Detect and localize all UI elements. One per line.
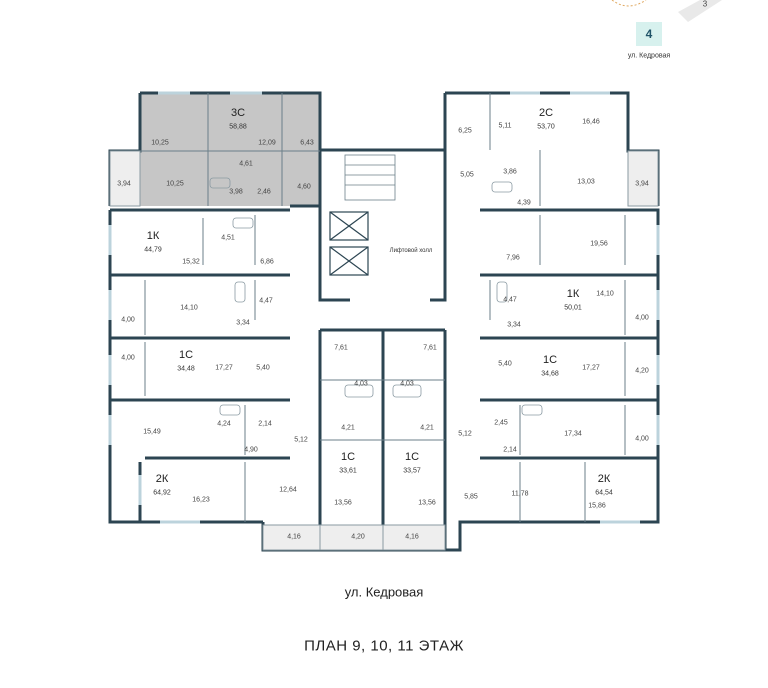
room-area: 3,98 [229, 188, 243, 196]
bathroom-fixtures [209, 177, 543, 416]
room-area: 2,45 [494, 419, 508, 427]
room-area: 13,03 [577, 178, 595, 186]
section-number: 4 [645, 27, 653, 41]
room-area: 7,96 [506, 254, 520, 262]
apartment-code: 1С [340, 451, 356, 463]
room-area: 4,47 [503, 296, 517, 304]
room-area: 4,20 [351, 533, 365, 541]
room-area: 4,61 [239, 160, 253, 168]
section-badge [636, 22, 662, 46]
room-area: 5,40 [498, 360, 512, 368]
room-area: 5,05 [460, 171, 474, 179]
room-area: 11,78 [511, 490, 529, 498]
apartment-area: 50,01 [564, 304, 582, 312]
room-area: 14,10 [180, 304, 198, 312]
room-area: 5,40 [256, 364, 270, 372]
room-area: 5,85 [464, 493, 478, 501]
room-area: 13,56 [418, 499, 436, 507]
apartment-code: 1К [146, 230, 160, 242]
neighbor-section-number: 3 [702, 0, 708, 9]
room-area: 4,21 [341, 424, 355, 432]
room-area: 6,25 [458, 127, 472, 135]
room-area: 5,12 [458, 430, 472, 438]
room-area: 3,94 [635, 180, 649, 188]
apartment-area: 64,92 [153, 489, 171, 497]
room-area: 10,25 [151, 139, 169, 147]
room-area: 19,56 [590, 240, 608, 248]
street-label: ул. Кедровая [344, 584, 424, 600]
sold-units [110, 93, 320, 206]
apartment-code: 1С [404, 451, 420, 463]
room-area: 16,23 [192, 496, 210, 504]
room-area: 4,51 [221, 234, 235, 242]
room-area: 10,25 [166, 180, 184, 188]
room-area: 15,32 [182, 258, 200, 266]
room-area: 4,24 [217, 420, 231, 428]
room-area: 7,61 [423, 344, 437, 352]
apartment-code: 3С [230, 107, 246, 119]
room-area: 4,00 [635, 314, 649, 322]
room-area: 4,20 [635, 367, 649, 375]
room-area: 4,03 [354, 380, 368, 388]
room-area: 5,12 [294, 436, 308, 444]
room-area: 4,39 [517, 199, 531, 207]
apartment-code: 2К [155, 473, 169, 485]
room-area: 2,46 [257, 188, 271, 196]
room-area: 2,14 [503, 446, 517, 454]
apartment-area: 53,70 [537, 123, 555, 131]
room-area: 15,86 [588, 502, 606, 510]
balconies [109, 150, 659, 551]
room-area: 12,64 [279, 486, 297, 494]
lift-shafts [329, 211, 369, 276]
room-area: 17,27 [582, 364, 600, 372]
room-area: 16,46 [582, 118, 600, 126]
room-area: 6,86 [260, 258, 274, 266]
room-area: 4,21 [420, 424, 434, 432]
room-area: 4,16 [405, 533, 419, 541]
room-area: 4,47 [259, 297, 273, 305]
apartment-area: 44,79 [144, 246, 162, 254]
lift-hall-label: Лифтовой холл [389, 248, 433, 254]
section-street-label: ул. Кедровая [627, 52, 671, 60]
room-area: 4,00 [121, 316, 135, 324]
room-area: 4,00 [635, 435, 649, 443]
room-area: 7,61 [334, 344, 348, 352]
room-area: 4,03 [400, 380, 414, 388]
apartment-area: 33,57 [403, 467, 421, 475]
apartment-area: 33,61 [339, 467, 357, 475]
room-area: 2,14 [258, 420, 272, 428]
room-area: 14,10 [596, 290, 614, 298]
apartment-code: 2С [538, 107, 554, 119]
room-area: 15,49 [143, 428, 161, 436]
stairs [344, 154, 396, 201]
room-area: 4,00 [121, 354, 135, 362]
room-area: 4,60 [297, 183, 311, 191]
room-area: 17,34 [564, 430, 582, 438]
apartment-code: 1К [566, 288, 580, 300]
apartment-code: 1С [542, 354, 558, 366]
apartment-code: 2К [597, 473, 611, 485]
room-area: 4,16 [287, 533, 301, 541]
room-area: 3,34 [507, 321, 521, 329]
neighbor-section-arc [611, 0, 647, 7]
neighbor-section-shape [678, 0, 722, 22]
apartment-area: 34,68 [541, 370, 559, 378]
apartment-area: 34,48 [177, 365, 195, 373]
room-area: 3,86 [503, 168, 517, 176]
room-area: 13,56 [334, 499, 352, 507]
apartment-area: 58,88 [229, 123, 247, 131]
room-area: 3,94 [117, 180, 131, 188]
room-area: 3,34 [236, 319, 250, 327]
room-area: 4,90 [244, 446, 258, 454]
apartment-code: 1С [178, 349, 194, 361]
room-area: 6,43 [300, 139, 314, 147]
room-area: 5,11 [498, 122, 512, 130]
windows [108, 91, 660, 524]
apartment-area: 64,54 [595, 489, 613, 497]
room-area: 12,09 [258, 139, 276, 147]
plan-title: ПЛАН 9, 10, 11 ЭТАЖ [304, 637, 464, 655]
room-area: 17,27 [215, 364, 233, 372]
